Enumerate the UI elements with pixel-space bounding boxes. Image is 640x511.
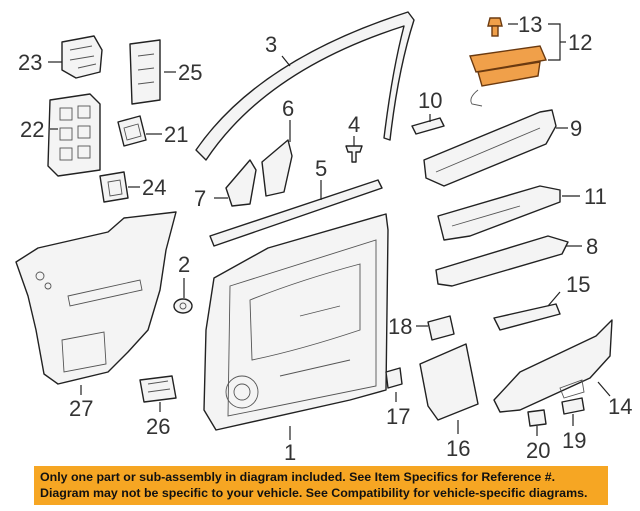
part-12-assembly-highlighted <box>469 45 547 107</box>
part-23-seat-switch <box>61 35 103 79</box>
callout-22: 22 <box>20 117 44 142</box>
callout-2: 2 <box>178 252 190 277</box>
callout-24: 24 <box>142 175 166 200</box>
callout-11: 11 <box>584 184 607 209</box>
callout-10: 10 <box>418 88 442 113</box>
callout-1: 1 <box>284 440 296 465</box>
callout-8: 8 <box>586 234 598 259</box>
part-8-armrest-pad <box>435 235 569 287</box>
part-21-switch <box>117 115 147 147</box>
part-13-screw <box>487 17 503 37</box>
disclaimer-line-1: Only one part or sub-assembly in diagram… <box>40 470 556 484</box>
callout-14: 14 <box>608 394 632 419</box>
part-7-pillar-trim <box>225 159 257 207</box>
callout-7: 7 <box>194 186 206 211</box>
callout-18: 18 <box>388 314 412 339</box>
part-14-lower-trim <box>493 319 613 413</box>
part-18-button <box>427 315 455 341</box>
callout-6: 6 <box>282 96 294 121</box>
callout-9: 9 <box>570 116 582 141</box>
part-26-switch <box>139 375 177 403</box>
callout-13: 13 <box>518 12 542 37</box>
part-27-door-trim-panel <box>15 211 177 385</box>
callout-27: 27 <box>69 396 93 421</box>
callout-12: 12 <box>568 30 592 55</box>
part-24-switch <box>99 171 129 203</box>
callout-4: 4 <box>348 112 360 137</box>
callout-20: 20 <box>526 438 550 463</box>
part-6-pillar-trim <box>261 139 293 197</box>
callout-17: 17 <box>386 404 410 429</box>
part-10-insert <box>411 117 445 135</box>
part-2-clip <box>173 298 193 314</box>
part-17-clip <box>385 367 403 389</box>
callout-23: 23 <box>18 50 42 75</box>
callout-15: 15 <box>566 272 590 297</box>
disclaimer-banner: Only one part or sub-assembly in diagram… <box>34 466 608 505</box>
callout-16: 16 <box>446 436 470 461</box>
part-20-clip <box>527 409 547 427</box>
part-11-armrest-upper <box>437 185 561 241</box>
part-16-map-pocket <box>419 343 479 421</box>
callout-19: 19 <box>562 428 586 453</box>
part-22-window-switch-panel <box>47 93 101 177</box>
part-9-trim-insert <box>423 109 557 187</box>
part-1-inner-door-panel <box>203 213 389 431</box>
part-19-clip <box>561 397 585 415</box>
callout-3: 3 <box>265 32 277 57</box>
callout-21: 21 <box>164 122 188 147</box>
callout-5: 5 <box>315 156 327 181</box>
part-15-handle-insert <box>493 303 561 331</box>
disclaimer-line-2: Diagram may not be specific to your vehi… <box>40 486 588 500</box>
part-25-switch-module <box>129 39 161 105</box>
callout-25: 25 <box>178 60 202 85</box>
callout-26: 26 <box>146 414 170 439</box>
part-5-weatherstrip <box>209 179 383 247</box>
part-3-window-channel <box>195 11 415 161</box>
leader-lines <box>48 23 611 440</box>
part-4-bolt <box>345 145 363 163</box>
